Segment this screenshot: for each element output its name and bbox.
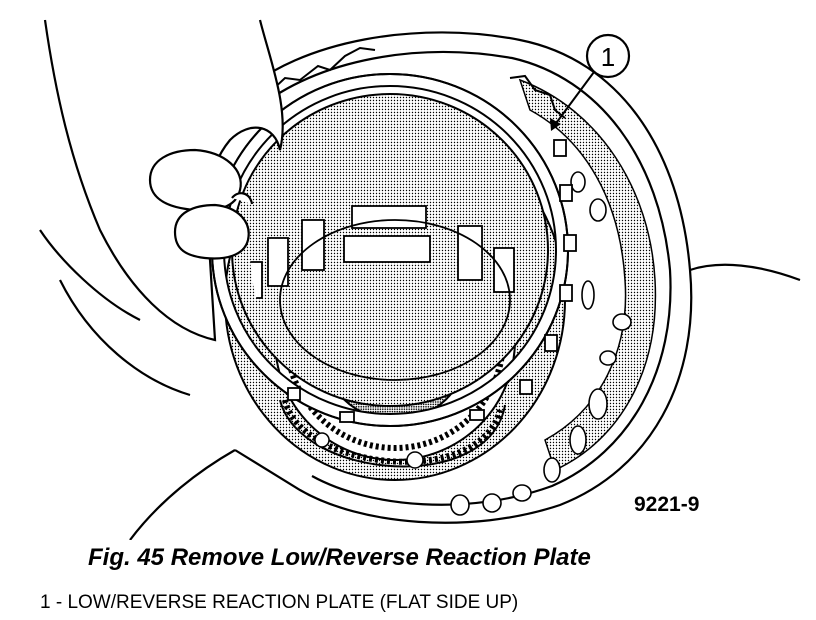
figure-caption: Fig. 45 Remove Low/Reverse Reaction Plat… [88, 544, 591, 571]
transmission-diagram: 1 9221-9 [39, 19, 801, 540]
clutch-splines [250, 205, 515, 381]
technician-hand [43, 19, 284, 397]
svg-text:1: 1 [601, 42, 615, 72]
figure-reference-id: 9221-9 [634, 493, 699, 516]
case-bolt-holes [450, 171, 632, 516]
figure-legend: 1 - LOW/REVERSE REACTION PLATE (FLAT SID… [40, 592, 519, 613]
callout-1: 1 [550, 33, 631, 131]
